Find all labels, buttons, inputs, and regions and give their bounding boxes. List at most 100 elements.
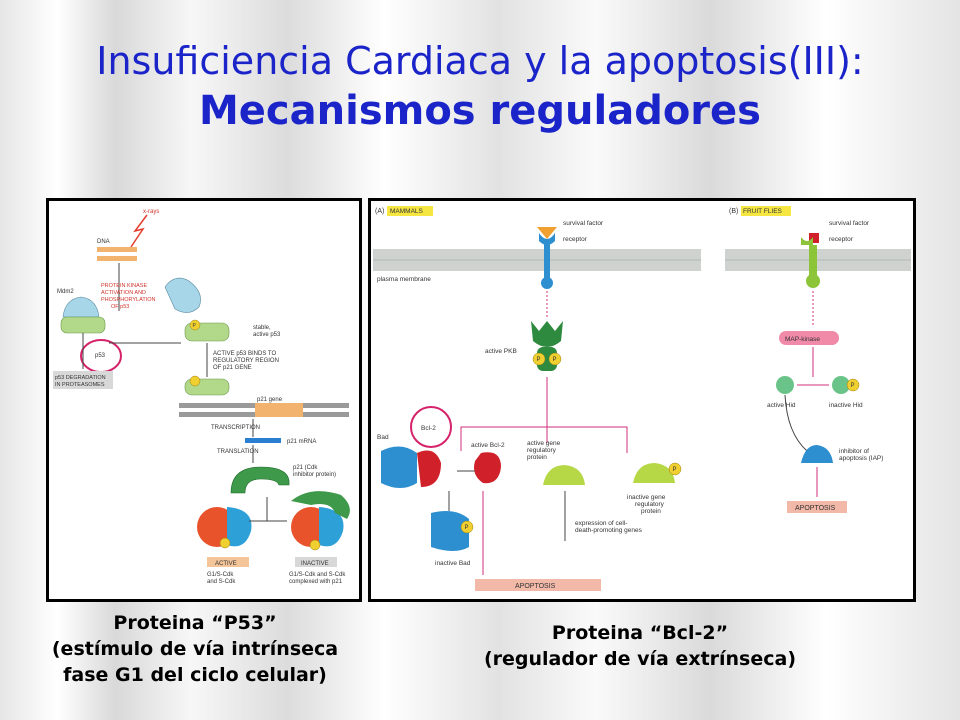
inactive-tag: INACTIVE xyxy=(301,561,329,567)
p53-pathway-figure: x-rays DNA PROTEIN KINASE ACTIVATION AND… xyxy=(46,198,362,602)
p21-label-2: inhibitor protein) xyxy=(293,472,336,478)
receptor-a-stem xyxy=(544,243,550,279)
binds-label-3: OF p21 GENE xyxy=(213,365,252,371)
receptor-b-base xyxy=(806,274,820,288)
inactive-gene-protein-shape xyxy=(633,463,675,483)
degradation-label-2: IN PROTEASOMES xyxy=(55,382,105,388)
active-gene-protein-shape xyxy=(543,465,585,485)
p21-bound-shape xyxy=(291,491,350,519)
panel-a-tag: (A) xyxy=(375,208,384,215)
bcl2-caption: Proteina “Bcl-2” (regulador de vía extrí… xyxy=(420,620,860,672)
translation-label: TRANSLATION xyxy=(217,449,259,455)
title-line-1: Insuficiencia Cardiaca y la apoptosis(II… xyxy=(96,39,864,83)
bcl2-pathway-figure: (A) MAMMALS (B) FRUIT FLIES plasma membr… xyxy=(368,198,916,602)
hid-inhibits-iap xyxy=(784,394,808,452)
stable-label-1: stable, xyxy=(253,325,271,331)
receptor-b-shape xyxy=(801,237,813,245)
mammals-tag-box xyxy=(387,206,433,216)
p53-caption-line-1: Proteina “P53” xyxy=(113,612,277,634)
receptor-a-label: receptor xyxy=(563,236,588,243)
inactive-hid-shape xyxy=(832,376,850,394)
gene-phosphate xyxy=(668,462,682,476)
inactive-desc-1: G1/S-Cdk and S-Cdk xyxy=(289,572,346,578)
kinase-label-3: PHOSPHORYLATION xyxy=(101,297,156,303)
igene-label-1: inactive gene xyxy=(627,494,666,501)
receptor-a-shape xyxy=(539,233,555,245)
inactive-bad-label: inactive Bad xyxy=(435,560,471,567)
hid-p-label: P xyxy=(851,383,855,389)
p53-diagram: x-rays DNA PROTEIN KINASE ACTIVATION AND… xyxy=(53,209,350,585)
expression-label-1: expression of cell- xyxy=(575,520,627,527)
p53-protein-shape xyxy=(60,316,106,334)
p21-mrna-label: p21 mRNA xyxy=(287,439,316,445)
igene-label-2: regulatory xyxy=(635,501,665,508)
dna-label: DNA xyxy=(97,239,110,245)
pkb-phosphate-2 xyxy=(548,352,562,366)
kinase-label-2: ACTIVATION AND xyxy=(101,290,146,296)
bad-phosphate xyxy=(460,520,474,534)
iap-label-1: inhibitor of xyxy=(839,448,869,455)
pkb-branches xyxy=(460,377,628,453)
pkb-label: active PKB xyxy=(485,348,517,355)
inactive-bad-shape xyxy=(431,511,469,551)
iap-shape xyxy=(801,445,833,463)
mapk-label: MAP-kinase xyxy=(785,336,820,343)
expression-label-2: death-promoting genes xyxy=(575,527,643,534)
phosphate-icon-4 xyxy=(309,539,321,551)
bcl2-label: Bcl-2 xyxy=(421,425,436,432)
pkb-shape xyxy=(531,321,563,347)
apoptosis-a-box xyxy=(475,579,601,591)
survival-factor-b-icon xyxy=(809,233,819,243)
inactive-hid-label: inactive Hid xyxy=(829,402,863,409)
cdk-active-shape xyxy=(227,507,252,547)
receptor-b-stem xyxy=(809,245,817,279)
active-hid-shape xyxy=(776,376,794,394)
pkb-p1-label: P xyxy=(537,357,541,363)
bad-shape xyxy=(381,446,417,488)
panel-b-tag: (B) xyxy=(729,208,738,215)
p53-caption-line-3: fase G1 del ciclo celular) xyxy=(63,664,327,686)
mdm2-label: Mdm2 xyxy=(57,289,74,295)
binds-label-1: ACTIVE p53 BINDS TO xyxy=(213,351,276,357)
agene-label-2: regulatory xyxy=(527,447,557,454)
active-desc-2: and S-Cdk xyxy=(207,579,236,585)
p21-gene-region xyxy=(255,403,303,417)
phosphate-icon xyxy=(189,319,201,331)
pkb-p2-label: P xyxy=(553,357,557,363)
p21-gene-label: p21 gene xyxy=(257,397,283,403)
fruitflies-tag: FRUIT FLIES xyxy=(743,208,783,215)
degradation-label-1: p53 DEGRADATION xyxy=(55,375,106,381)
gene-p-label: P xyxy=(673,467,677,473)
bad-label: Bad xyxy=(377,434,389,441)
inactive-desc-2: complexed with p21 xyxy=(289,579,343,585)
fruitflies-tag-box xyxy=(741,206,791,216)
mapk-shape xyxy=(779,331,839,345)
bcl2-diagram: (A) MAMMALS (B) FRUIT FLIES plasma membr… xyxy=(373,206,911,591)
kinase-label-1: PROTEIN KINASE xyxy=(101,283,147,289)
phosphate-icon-3 xyxy=(219,537,231,549)
active-hid-label: active Hid xyxy=(767,402,796,409)
released-mdm2-shape xyxy=(164,277,201,313)
xrays-label: x-rays xyxy=(143,209,159,215)
degradation-box xyxy=(53,371,113,389)
plasma-membrane-label: plasma membrane xyxy=(377,276,431,283)
apoptosis-b-box xyxy=(787,501,847,513)
survival-factor-b-label: survival factor xyxy=(829,220,870,227)
phosphate-label: P xyxy=(193,323,197,329)
mdm2-protein-shape xyxy=(62,296,100,318)
p53-caption-line-2: (estímulo de vía intrínseca xyxy=(51,638,339,660)
mammals-tag: MAMMALS xyxy=(390,208,424,215)
binds-label-2: REGULATORY REGION xyxy=(213,358,279,364)
apoptosis-a-label: APOPTOSIS xyxy=(515,583,556,590)
agene-label-1: active gene xyxy=(527,440,561,447)
survival-factor-a-icon xyxy=(537,227,557,239)
active-bcl2-label: active Bcl-2 xyxy=(471,442,505,449)
active-desc-1: G1/S-Cdk xyxy=(207,572,234,578)
active-tag: ACTIVE xyxy=(215,561,237,567)
p53-label: p53 xyxy=(95,353,106,359)
p21-protein-shape xyxy=(230,466,290,494)
agene-label-3: protein xyxy=(527,454,547,461)
receptor-a-base xyxy=(541,277,553,289)
dna-strand-bottom xyxy=(97,256,137,261)
pkb-phosphate-1 xyxy=(532,352,546,366)
